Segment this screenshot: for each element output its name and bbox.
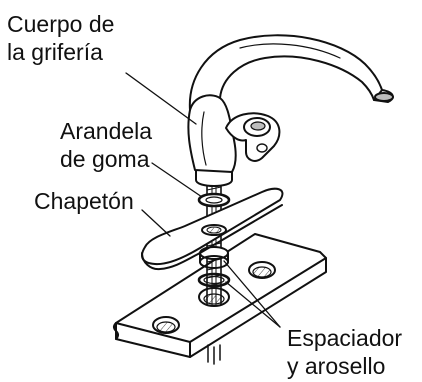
faucet-body-label-line2: la grifería (7, 39, 103, 65)
spacer-oring-label-line2: y arosello (287, 353, 386, 379)
faucet-body-label-line1: Cuerpo de (7, 11, 115, 37)
rubber-washer (197, 192, 231, 208)
escutcheon-plate (141, 187, 284, 271)
rubber-washer-label-line2: de goma (60, 146, 150, 172)
spacer-oring-label-line1: Espaciador (287, 325, 403, 351)
escutcheon-label: Chapetón (34, 188, 134, 214)
rubber-washer-label-line1: Arandela (60, 118, 153, 144)
leader-lines (125, 72, 281, 328)
faucet-body (187, 34, 394, 187)
